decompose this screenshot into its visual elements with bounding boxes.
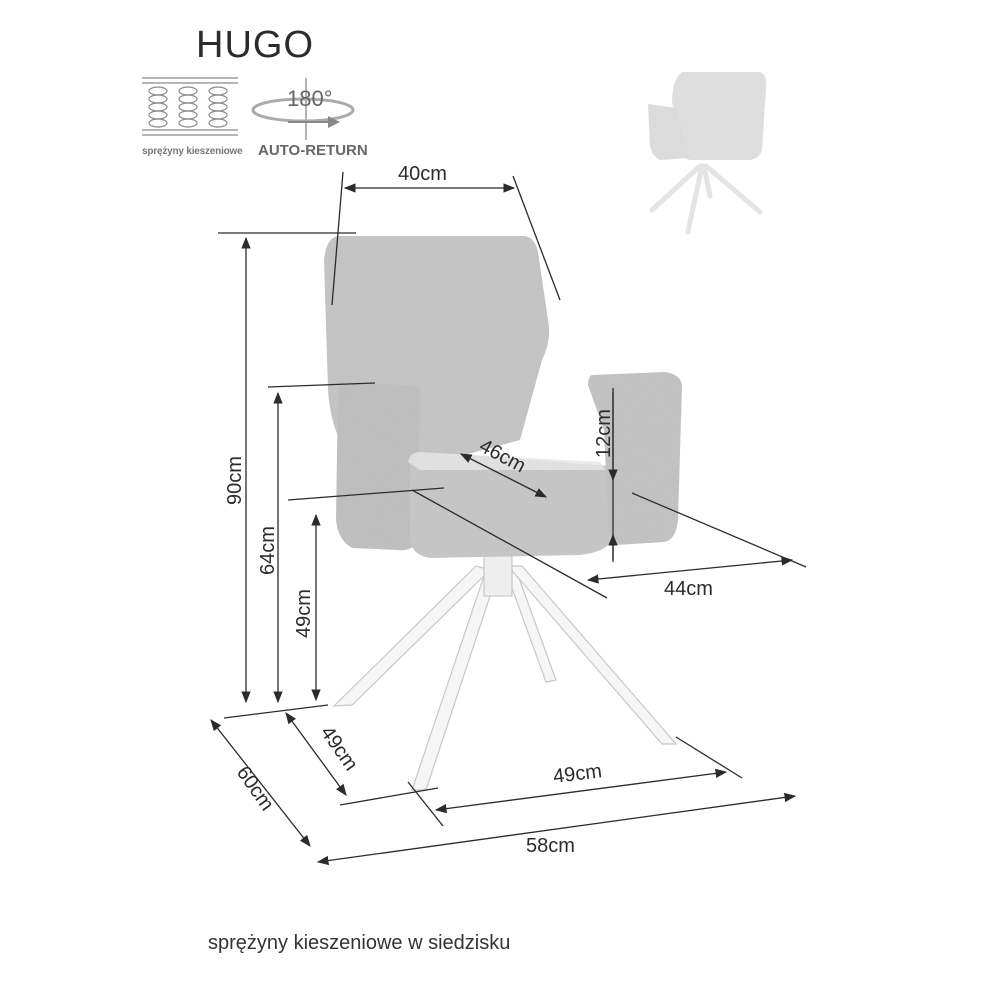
springs-label: sprężyny kieszeniowe [142,146,243,157]
right-armrest [588,372,682,545]
back-view-thumbnail [648,72,767,235]
pocket-springs-icon [142,77,238,136]
dim-total-depth: 60cm [232,762,278,815]
dim-armrest-height: 64cm [257,526,279,575]
dim-seat-width: 44cm [664,578,713,600]
dim-armrest-above-seat: 12cm [593,409,615,458]
auto-return-label: AUTO-RETURN [258,142,368,159]
product-title: HUGO [196,24,314,66]
dim-total-height: 90cm [224,456,246,505]
dim-total-width: 58cm [526,835,575,857]
chair-legs [332,555,678,791]
dim-backrest-width: 40cm [398,163,447,185]
dim-base-width: 49cm [552,760,603,788]
dim-base-depth: 49cm [316,722,362,775]
rotation-180-icon [251,78,355,140]
feature-caption: sprężyny kieszeniowe w siedzisku [208,932,511,954]
left-armrest [336,381,420,551]
dim-seat-height: 49cm [293,589,315,638]
rotation-degrees: 180° [287,86,333,111]
